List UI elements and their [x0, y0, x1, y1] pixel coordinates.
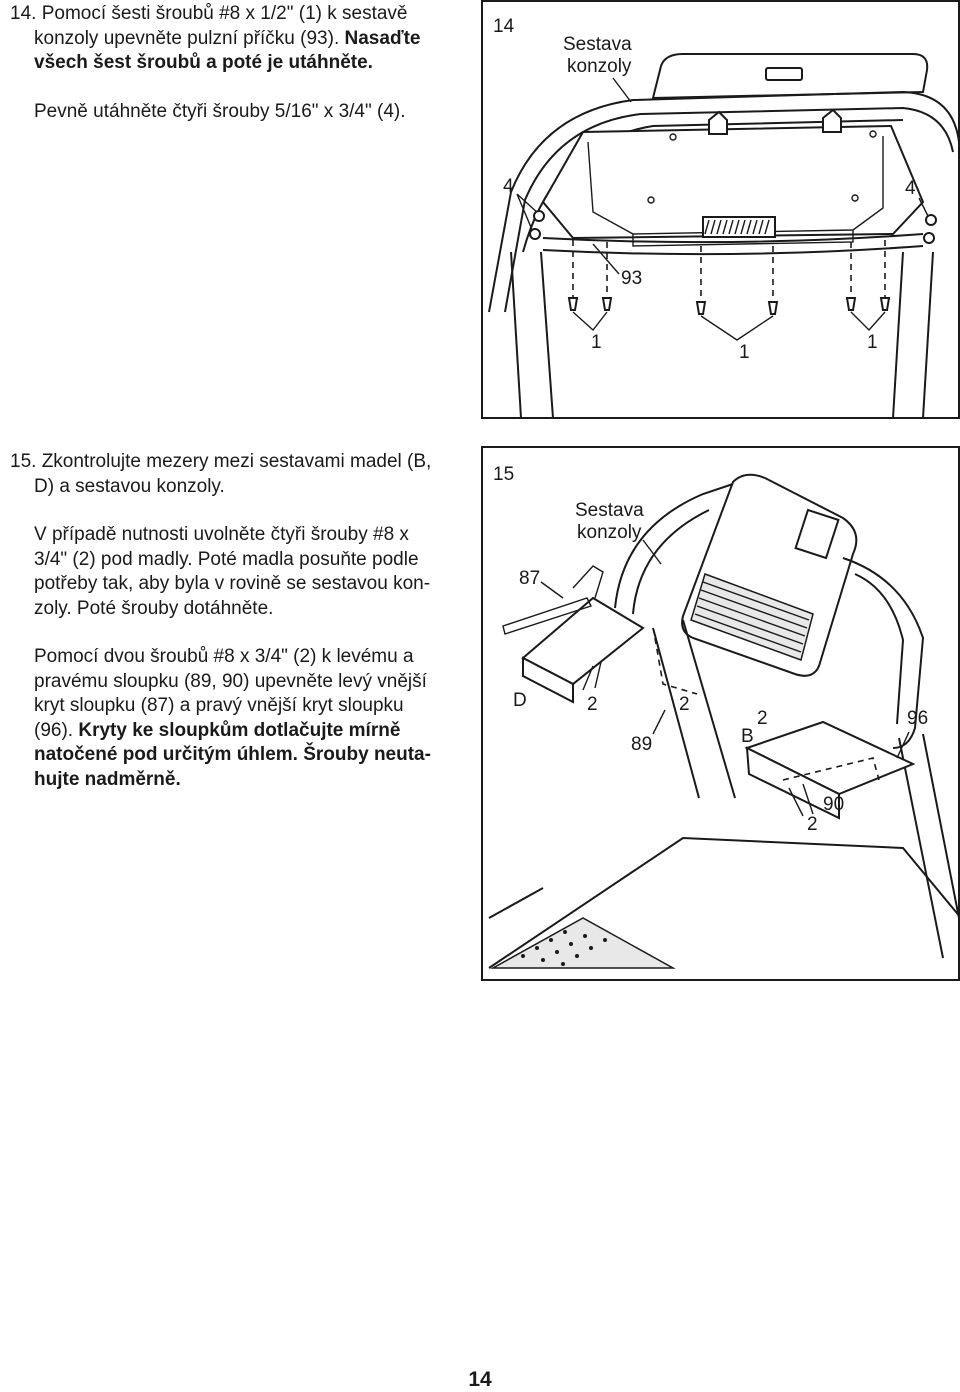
step-15-p2-line-4: zoly. Poté šrouby dotáhněte.: [34, 597, 274, 619]
figure-15-label-96: 96: [907, 708, 928, 729]
step-15-p2-line-3: potřeby tak, aby byla v rovině se sestav…: [34, 573, 431, 594]
step-15-p3-line-6: hujte nadměrně.: [34, 768, 181, 790]
figure-14-label-1-c: 1: [867, 332, 878, 353]
step-15-instructions: 15. Zkontrolujte mezery mezi sestavami m…: [10, 450, 460, 792]
page-number: 14: [468, 1368, 492, 1391]
figure-15-label-2-c: 2: [757, 708, 768, 729]
figure-15-label-2-a: 2: [587, 694, 598, 715]
figure-15: 15 Sestava konzoly 87 D 2 2: [481, 446, 960, 981]
step-15-p1-line-2: D) a sestavou konzoly.: [34, 475, 225, 497]
step-15-p3-line-3: kryt sloupku (87) a pravý vnější kryt sl…: [34, 695, 404, 716]
step-15-p3-line-5: natočené pod určitým úhlem. Šrouby neuta…: [34, 744, 431, 765]
figure-15-callout-line-1: Sestava: [575, 500, 644, 521]
figure-14-label-4-right: 4: [905, 178, 916, 199]
figure-14-label-93: 93: [621, 268, 642, 289]
step-15-p1-line-1: 15. Zkontrolujte mezery mezi sestavami m…: [10, 451, 432, 472]
figure-15-label-2-b: 2: [679, 694, 690, 715]
step-15-p3-line-1: Pomocí dvou šroubů #8 x 3/4" (2) k levém…: [34, 646, 414, 667]
figure-14-label-4-left: 4: [503, 176, 514, 197]
figure-15-label-89: 89: [631, 734, 652, 755]
figure-15-label-D: D: [513, 690, 527, 711]
step-15-p2-line-2: 3/4" (2) pod madly. Poté madla posuňte p…: [34, 548, 419, 570]
figure-15-label-90: 90: [823, 794, 844, 815]
figure-14-label-1-a: 1: [591, 332, 602, 353]
step-15-p3-line-4: (96). Kryty ke sloupkům dotlačujte mírně: [34, 719, 401, 741]
figure-14-illustration: 14 Sestava konzoly 4 4: [488, 16, 960, 419]
figure-14-number: 14: [493, 16, 515, 37]
figure-14-callout-line-2: konzoly: [567, 56, 632, 77]
figure-15-label-2-d: 2: [807, 814, 818, 835]
step-14-instructions: 14. Pomocí šesti šroubů #8 x 1/2" (1) k …: [10, 2, 450, 124]
step-15-p3-line-2: pravému sloupku (89, 90) upevněte levý v…: [34, 670, 427, 692]
step-14-line-2: konzoly upevněte pulzní příčku (93). Nas…: [34, 27, 421, 49]
figure-15-illustration: 15 Sestava konzoly 87 D 2 2: [488, 464, 960, 969]
figure-15-label-B: B: [741, 726, 754, 747]
step-14-line-3: všech šest šroubů a poté je utáhněte.: [34, 52, 373, 73]
figure-15-callout-line-2: konzoly: [577, 522, 642, 543]
figure-14-callout-line-1: Sestava: [563, 34, 632, 55]
figure-15-number: 15: [493, 464, 514, 485]
step-14-tighten-note: Pevně utáhněte čtyři šrouby 5/16" x 3/4"…: [34, 100, 406, 122]
step-15-p2-line-1: V případě nutnosti uvolněte čtyři šrouby…: [34, 524, 409, 545]
figure-15-label-87: 87: [519, 568, 540, 589]
step-14-line-1: 14. Pomocí šesti šroubů #8 x 1/2" (1) k …: [10, 3, 408, 24]
figure-14-label-1-b: 1: [739, 342, 750, 363]
figure-14: 14 Sestava konzoly 4 4: [481, 0, 960, 419]
